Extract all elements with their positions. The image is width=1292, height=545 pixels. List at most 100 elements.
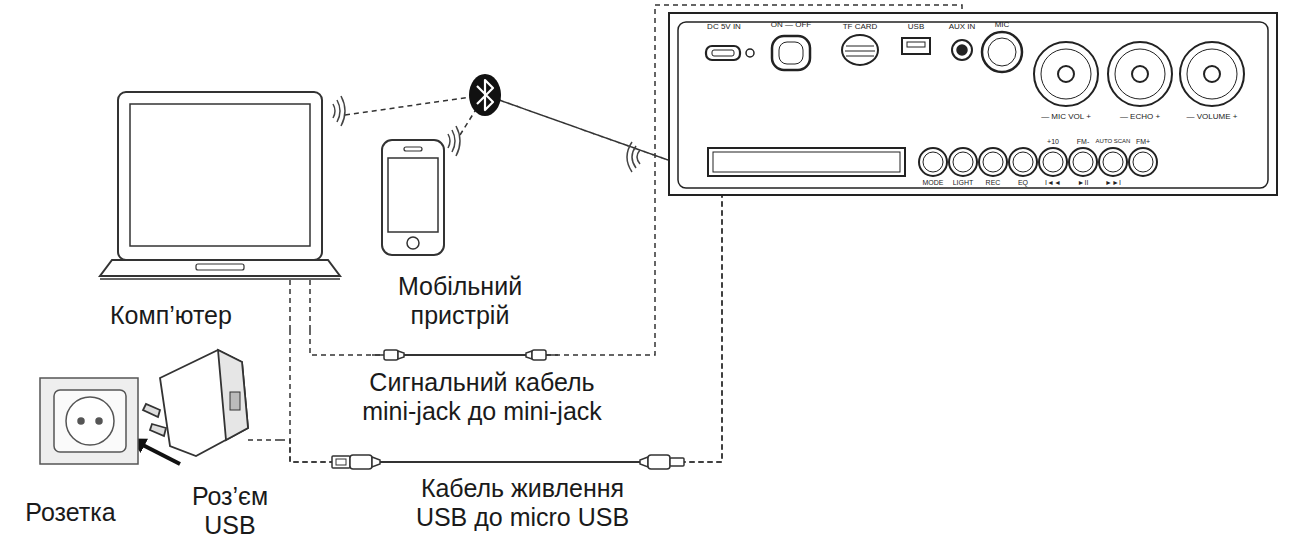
phone-icon [407,237,419,249]
wireless-waves [337,100,340,122]
wireless-waves [448,134,450,148]
panel-label: MODE [923,179,944,186]
usb-adapter [230,392,240,410]
wireless-waves [627,142,632,172]
wireless-waves [637,150,640,164]
panel-label: TF CARD [843,23,878,31]
wireless-waves [632,146,636,168]
wire [248,280,310,440]
device-panel [678,22,1268,188]
device-panel [746,49,754,57]
usb-cable [350,455,372,469]
device-panel [706,46,740,60]
laptop-icon [100,92,340,279]
bluetooth-icon [469,74,501,116]
phone-icon [404,147,422,151]
wall-socket [96,418,102,424]
usb-adapter [160,350,248,456]
usb-adapter [218,350,248,440]
panel-label: AUX IN [949,23,976,31]
wall-socket [66,397,114,445]
minijack-cable [532,350,546,360]
phone-icon [388,158,438,232]
device-panel [772,36,810,70]
device-panel [846,46,874,47]
device-panel [1180,42,1244,106]
laptop-icon [100,260,340,276]
wireless-waves [333,104,335,118]
panel-label: AUTO SCAN [1096,138,1131,144]
usb-cable [640,457,648,467]
minijack-cable [384,350,398,360]
minijack-cable [526,351,532,359]
usb-adapter [143,404,160,417]
device-panel [708,148,905,176]
panel-label: DC 5V IN [707,23,741,31]
device-panel [1187,49,1237,99]
device-panel [1132,66,1148,82]
wall-socket [54,390,126,452]
device-label: Роз’єм USB [182,482,278,540]
panel-button [1103,152,1123,172]
cable-label: Кабель живлення USB до micro USB [408,474,637,532]
connection-line [280,196,722,462]
device-panel [1041,49,1091,99]
phone-icon [382,140,444,255]
speaker-panel: DC 5V INON — OFFTF CARDUSBAUX INMIC— MIC… [668,12,1278,196]
panel-button [919,148,947,176]
device-panel [1034,42,1098,106]
panel-button [1043,152,1063,172]
panel-button [1099,148,1127,176]
panel-button [1129,148,1157,176]
device-panel [957,45,967,55]
device-label: Розетка [25,498,115,527]
wall-socket [78,418,84,424]
device-panel [678,22,1268,188]
device-panel [842,35,878,65]
bluetooth-icon [477,80,493,110]
panel-button [949,148,977,176]
panel-label: — ECHO + [1120,113,1160,121]
computer: Комп’ютер [100,85,345,330]
panel-label: LIGHT [953,179,974,186]
usb-cable [336,459,346,465]
laptop-icon [118,92,322,260]
laptop-icon [196,264,244,270]
panel-label: ►►I [1105,179,1121,186]
panel-button [1013,152,1033,172]
usb-cable [670,458,684,466]
device-panel [1204,66,1220,82]
panel-button [1009,148,1037,176]
panel-label: +10 [1047,138,1059,145]
usb-cable [332,456,350,468]
connection-line [290,196,722,462]
device-panel [902,38,930,54]
device-label: Мобільний пристрій [372,272,548,330]
panel-label: REC [986,179,1001,186]
minijack-cable [372,350,558,360]
wire [289,280,291,330]
device-panel [1115,49,1165,99]
usb-cable [648,455,670,469]
panel-label: — VOLUME + [1187,113,1238,121]
wire [309,280,311,330]
panel-button [953,152,973,172]
panel-label: USB [908,23,924,31]
usb-adapter [143,350,248,456]
device-panel [988,38,1016,66]
usb-adapter: Роз’єм USB [180,350,280,540]
laptop-icon [130,104,310,246]
panel-label: FM+ [1136,138,1150,145]
device-panel [845,51,875,52]
usb-cable [332,455,684,469]
phone-icon [382,140,444,255]
panel-label: FM- [1077,138,1089,145]
bluetooth-icon [469,74,501,116]
minijack-cable [546,354,558,356]
usb-cable [380,461,640,463]
device-panel [779,42,803,64]
device-panel [712,50,734,56]
panel-button [1073,152,1093,172]
device-panel [846,56,874,57]
